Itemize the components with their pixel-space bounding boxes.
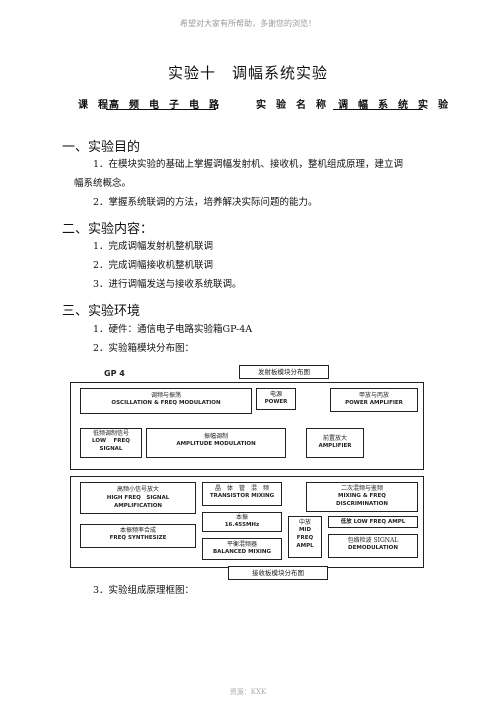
env-en: DEMODULATION bbox=[348, 545, 398, 551]
section-purpose-heading: 一、实验目的 bbox=[62, 140, 141, 155]
page-footer-note: 资源：KXK bbox=[229, 688, 267, 696]
balanced-mixing-module: 平衡混频器 BALANCED MIXING bbox=[202, 538, 282, 560]
if-en1: MID bbox=[298, 527, 312, 533]
purpose-item-1-cont: 幅系统概念。 bbox=[74, 178, 132, 189]
amplitude-modulation-module: 振幅调制 AMPLITUDE MODULATION bbox=[146, 428, 286, 458]
power-amplifier-module: 甲放与丙放 POWER AMPLIFIER bbox=[330, 388, 418, 412]
low-freq-signal-module: 低频调制信号 LOW FREQ SIGNAL bbox=[80, 428, 142, 458]
lf-en1: LOW FREQ bbox=[92, 438, 130, 444]
mix-en1: MIXING & FREQ bbox=[338, 493, 386, 499]
env-item-1: 1．硬件：通信电子电路实验箱GP-4A bbox=[93, 324, 253, 335]
osc-fm-en: OSCILLATION & FREQ MODULATION bbox=[111, 400, 221, 406]
am-en: AMPLITUDE MODULATION bbox=[176, 441, 256, 447]
experiment-name-value: 调 幅 系 统 实 验 bbox=[338, 100, 448, 111]
lowamp-label: 低放 LOW FREQ AMPL bbox=[340, 519, 406, 525]
rx-board-title: 接收板模块分布图 bbox=[252, 569, 304, 577]
power-cn: 电源 bbox=[269, 391, 282, 398]
lo-en: 16.455MHz bbox=[224, 522, 260, 528]
fs-en: FREQ SYNTHESIZE bbox=[109, 535, 167, 541]
section-content-heading: 二、实验内容： bbox=[62, 222, 154, 237]
transistor-mixing-module: 晶 体 管 混 频 TRANSISTOR MIXING bbox=[202, 482, 282, 506]
tr-cn: 晶 体 管 混 频 bbox=[214, 485, 269, 492]
tx-board-title-box: 发射板模块分布图 bbox=[239, 365, 329, 379]
hf-cn: 高频小信号放大 bbox=[116, 486, 159, 493]
course-value: 高 频 电 子 电 路 bbox=[109, 100, 219, 111]
hf-signal-amp-module: 高频小信号放大 HIGH FREQ SIGNAL AMPLIFICATION bbox=[80, 482, 196, 514]
purpose-item-1: 1．在模块实验的基础上掌握调幅发射机、接收机，整机组成原理，建立调 bbox=[93, 159, 404, 170]
lf-en2: SIGNAL bbox=[99, 446, 123, 452]
tx-board-title: 发射板模块分布图 bbox=[258, 368, 310, 376]
rx-board-title-box: 接收板模块分布图 bbox=[228, 566, 328, 580]
pa-en: POWER AMPLIFIER bbox=[345, 400, 403, 406]
mix-en2: DISCRIMINATION bbox=[336, 501, 388, 507]
experiment-name-underline bbox=[333, 109, 423, 110]
power-en: POWER bbox=[264, 399, 288, 405]
lf-cn: 低频调制信号 bbox=[92, 430, 129, 437]
mixing-discrimination-module: 二次混频与鉴频 MIXING & FREQ DISCRIMINATION bbox=[306, 482, 418, 512]
osc-fm-cn: 调频与振荡 bbox=[150, 392, 181, 399]
tr-en: TRANSISTOR MIXING bbox=[209, 493, 275, 499]
low-freq-amp-module: 低放 LOW FREQ AMPL bbox=[328, 516, 418, 528]
am-cn: 振幅调制 bbox=[203, 433, 228, 440]
env-cn: 包络检波 SIGNAL bbox=[347, 537, 399, 544]
content-item-2: 2．完成调幅接收机整机联调 bbox=[93, 260, 214, 271]
pre-amplifier-module: 前置放大 AMPLIFIER bbox=[306, 428, 364, 458]
page-header-note: 希望对大家有所帮助，多谢您的浏览！ bbox=[180, 19, 316, 28]
section-env-heading: 三、实验环境 bbox=[62, 304, 141, 319]
envelope-demodulation-module: 包络检波 SIGNAL DEMODULATION bbox=[328, 534, 418, 558]
hf-en1: HIGH FREQ SIGNAL bbox=[106, 495, 170, 501]
bal-cn: 平衡混频器 bbox=[226, 541, 257, 548]
content-item-3: 3．进行调幅发送与接收系统联调。 bbox=[93, 279, 242, 290]
content-item-1: 1．完成调幅发射机整机联调 bbox=[93, 241, 214, 252]
local-osc-module: 本振 16.455MHz bbox=[202, 512, 282, 532]
if-amplifier-module: 中放 MID FREQ AMPL bbox=[288, 516, 322, 558]
course-label: 课 程 bbox=[78, 100, 108, 111]
lo-cn: 本振 bbox=[235, 514, 248, 521]
power-module: 电源 POWER bbox=[256, 388, 296, 410]
module-layout-diagram: GP 4 发射板模块分布图 调频与振荡 OSCILLATION & FREQ M… bbox=[70, 365, 426, 582]
gp4-label: GP 4 bbox=[104, 369, 125, 378]
pa-cn: 甲放与丙放 bbox=[358, 392, 389, 399]
env-item-3: 3．实验组成原理框图： bbox=[93, 585, 195, 596]
if-en2: FREQ bbox=[296, 535, 314, 541]
course-underline bbox=[106, 109, 216, 110]
tx-board-frame bbox=[70, 382, 424, 470]
mix-cn: 二次混频与鉴频 bbox=[340, 485, 383, 492]
pre-en: AMPLIFIER bbox=[318, 443, 352, 449]
fs-cn: 本振频率合成 bbox=[119, 527, 156, 534]
pre-cn: 前置放大 bbox=[322, 435, 347, 442]
hf-en2: AMPLIFICATION bbox=[113, 503, 163, 509]
purpose-item-2: 2．掌握系统联调的方法，培养解决实际问题的能力。 bbox=[93, 197, 318, 208]
if-cn: 中放 bbox=[298, 519, 311, 526]
freq-synthesize-module: 本振频率合成 FREQ SYNTHESIZE bbox=[80, 524, 196, 548]
env-item-2: 2．实验箱模块分布图： bbox=[93, 343, 195, 354]
bal-en: BALANCED MIXING bbox=[212, 549, 271, 555]
page-title: 实验十 调幅系统实验 bbox=[167, 64, 328, 82]
if-en3: AMPL bbox=[296, 543, 314, 549]
experiment-name-label: 实 验 名 称 bbox=[256, 100, 326, 111]
osc-fm-module: 调频与振荡 OSCILLATION & FREQ MODULATION bbox=[80, 388, 252, 414]
